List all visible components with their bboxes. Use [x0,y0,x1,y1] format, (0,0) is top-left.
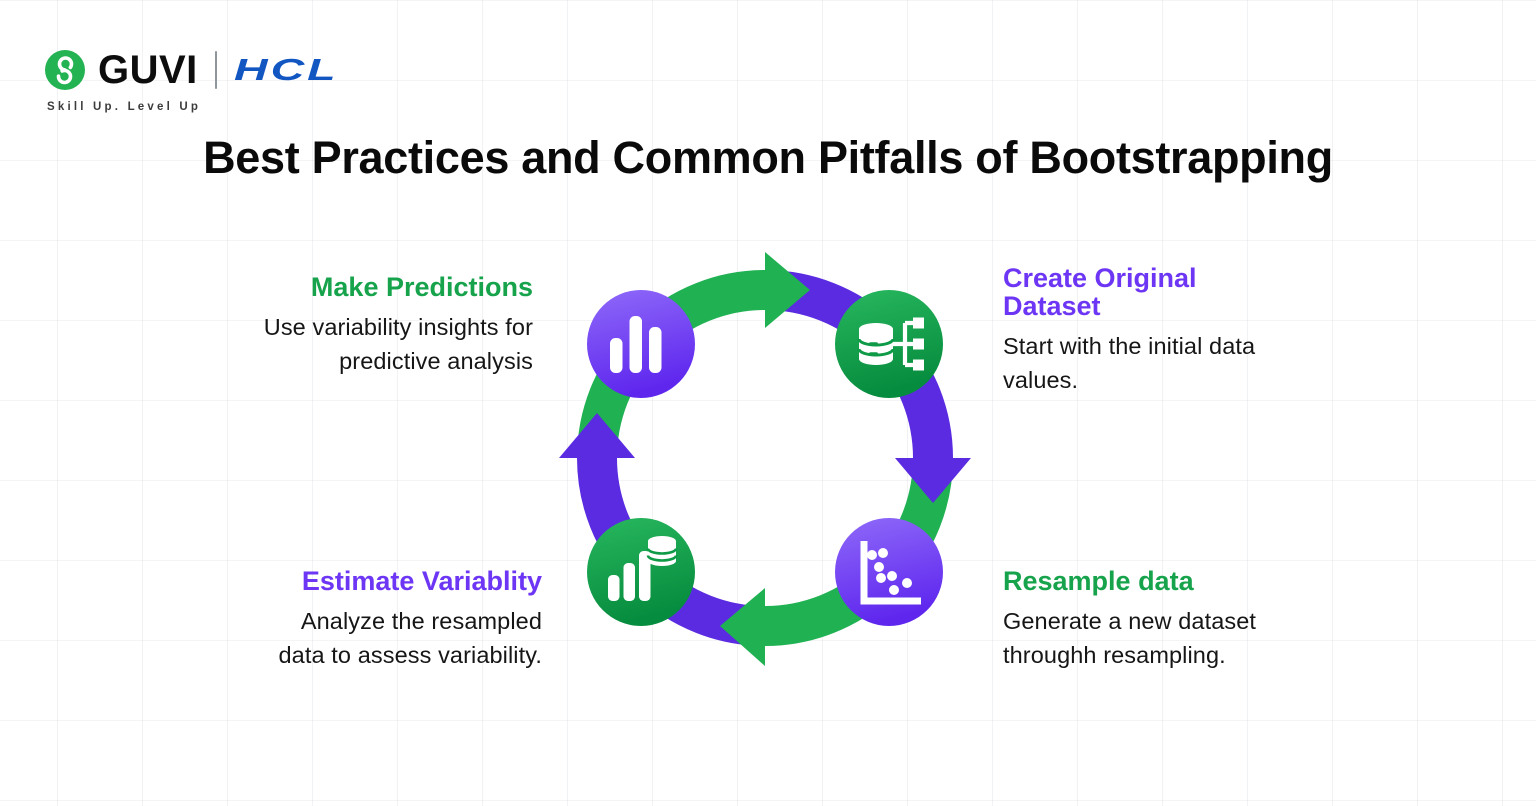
step-heading: Resample data [1003,567,1373,595]
brand-header: GUVI HCL Skill Up. Level Up [45,48,336,113]
step-make-predictions: Make Predictions Use variability insight… [163,273,533,378]
step-create-original-dataset: Create Original Dataset Start with the i… [1003,264,1373,397]
hcl-wordmark: HCL [234,52,339,87]
step-body-line: Analyze the resampled [300,608,542,634]
scatter-plot-icon [860,541,921,605]
node-make-predictions [587,290,695,398]
step-body: Analyze the resampled data to assess var… [172,605,542,672]
bar-growth-database-icon [608,536,678,601]
step-body: Use variability insights for predictive … [163,311,533,378]
step-body: Generate a new dataset throughh resampli… [1003,605,1373,672]
cycle-diagram [559,252,971,666]
step-body-line: data to assess variability. [278,641,542,668]
step-heading: Make Predictions [163,273,533,301]
page-title: Best Practices and Common Pitfalls of Bo… [203,132,1333,183]
step-heading-line: Dataset [1003,291,1101,321]
arrow-down-icon [895,458,971,503]
step-body-line: Generate a new dataset [1003,608,1257,634]
guvi-logo-icon [45,50,85,90]
arrow-left-icon [720,588,765,666]
guvi-wordmark: GUVI [98,48,198,92]
database-tree-icon [857,317,924,371]
node-resample-data [835,518,943,626]
step-body: Start with the initial data values. [1003,330,1373,397]
step-resample-data: Resample data Generate a new dataset thr… [1003,567,1373,672]
step-body-line: Use variability insights for [263,314,533,340]
brand-tagline: Skill Up. Level Up [47,101,202,113]
step-body-line: values. [1003,366,1079,393]
guvi-g-glyph [56,56,74,85]
brand-divider [214,51,218,89]
step-body-line: throughh resampling. [1003,641,1226,668]
arrow-up-icon [559,413,635,458]
bar-chart-icon [610,316,662,373]
arrow-right-icon [765,252,810,328]
step-heading-line: Make Predictions [310,272,533,302]
step-body-line: predictive analysis [339,347,533,374]
node-create-original-dataset [835,290,943,398]
step-heading-line: Estimate Variablity [301,566,542,596]
step-heading-line: Resample data [1003,566,1194,596]
step-heading-line: Create Original [1003,263,1197,293]
step-estimate-variablity: Estimate Variablity Analyze the resample… [172,567,543,672]
step-body-line: Start with the initial data [1003,333,1256,359]
step-heading: Estimate Variablity [172,567,542,595]
node-estimate-variablity [587,518,695,626]
step-heading: Create Original Dataset [1003,264,1373,320]
brand-row: GUVI HCL [45,48,336,92]
